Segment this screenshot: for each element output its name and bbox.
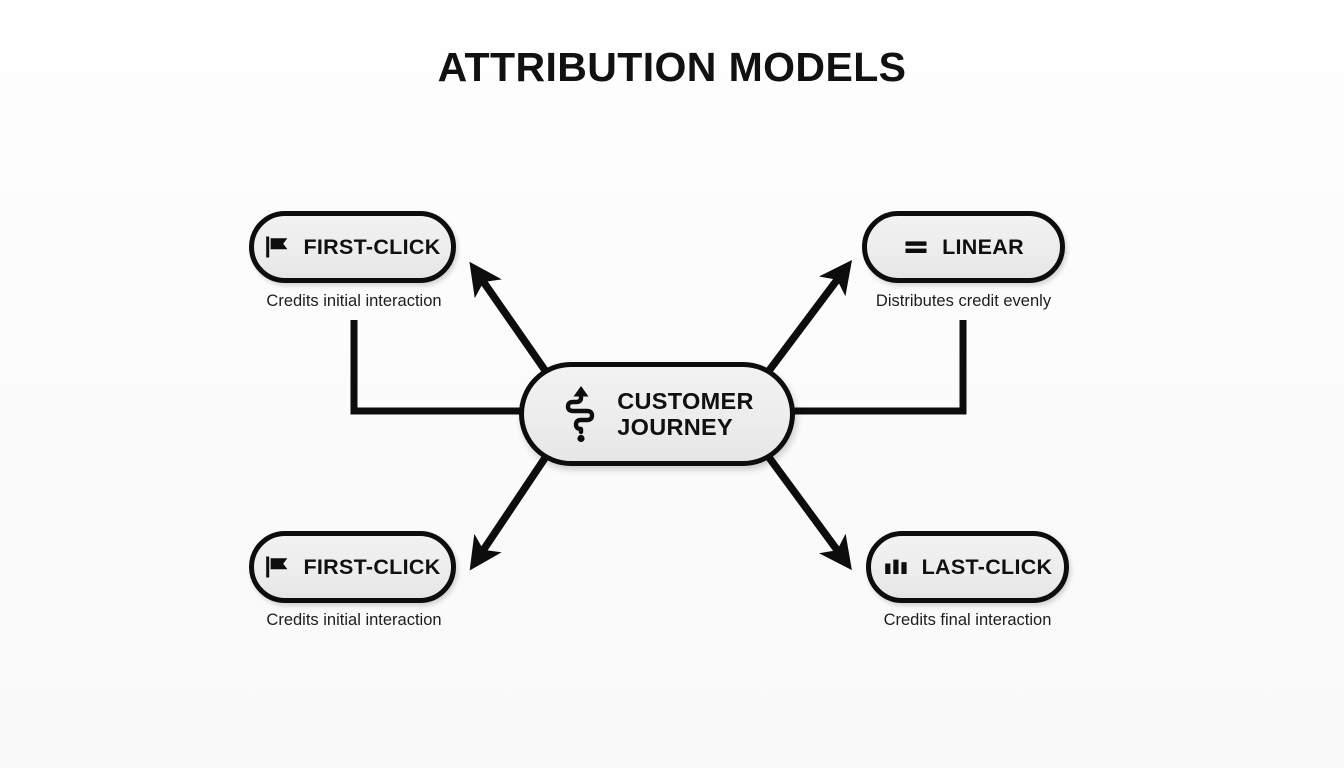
model-node-last-click[interactable]: LAST-CLICK: [866, 531, 1069, 603]
model-label: LAST-CLICK: [921, 554, 1053, 579]
model-node-first-click-bottom[interactable]: FIRST-CLICK: [249, 531, 456, 603]
model-caption-linear: Distributes credit evenly: [875, 292, 1052, 310]
model-label: LINEAR: [942, 234, 1024, 259]
elbow-right-connector: [792, 320, 967, 415]
model-node-first-click-top[interactable]: FIRST-CLICK: [249, 211, 456, 283]
page-title: ATTRIBUTION MODELS: [437, 44, 907, 90]
arrow-to-linear: [762, 260, 852, 379]
center-node-label: CUSTOMER JOURNEY: [617, 387, 754, 440]
flag-icon: [266, 236, 288, 258]
model-label: FIRST-CLICK: [303, 234, 441, 259]
arrow-to-first-click-top: [469, 261, 553, 379]
bar-chart-icon: [884, 559, 907, 574]
model-caption-last-click: Credits final interaction: [883, 611, 1052, 629]
arrow-to-first-click-bottom: [469, 449, 553, 571]
equals-bars-icon: [905, 241, 927, 253]
model-caption-first-click-bottom: Credits initial interaction: [266, 611, 442, 629]
model-caption-first-click-top: Credits initial interaction: [266, 292, 442, 310]
center-node-customer-journey[interactable]: CUSTOMER JOURNEY: [519, 362, 795, 466]
arrow-to-last-click: [761, 449, 852, 571]
winding-journey-path-icon: [566, 386, 595, 443]
flag-icon: [266, 556, 288, 578]
model-node-linear[interactable]: LINEAR: [862, 211, 1065, 283]
elbow-left-connector: [350, 320, 523, 415]
model-label: FIRST-CLICK: [303, 554, 441, 579]
